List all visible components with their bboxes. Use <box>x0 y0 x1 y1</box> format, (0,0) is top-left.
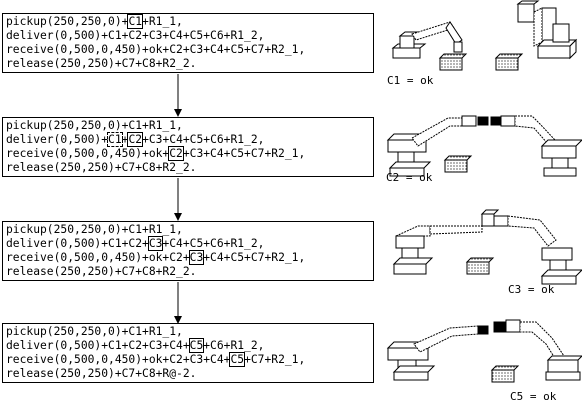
code-box-step-2: pickup(250,250,0)+C1+R1_1,deliver(0,500)… <box>2 117 374 177</box>
code-text: +R1_1, <box>142 15 183 28</box>
code-text: +C3+C4+C5+C7+R2_1, <box>182 147 306 160</box>
code-box-step-1: pickup(250,250,0)+C1+R1_1,deliver(0,500)… <box>2 13 374 73</box>
code-line: release(250,250)+C7+C8+R2_2. <box>6 161 196 175</box>
code-line: receive(0,500,0,450)+ok+C2+C3+C4+C5+C7+R… <box>6 43 305 57</box>
code-text: release(250,250)+C7+C8+R2_2. <box>6 161 197 174</box>
highlighted-token: C5 <box>188 338 205 353</box>
status-label-step-1: C1 = ok <box>387 74 434 87</box>
code-line: deliver(0,500)+C1+C2+C3+C4+C5+C6+R1_2, <box>6 236 265 251</box>
code-line: receive(0,500,0,450)+ok+C2+C3+C4+C5+C7+R… <box>6 146 306 161</box>
code-text: release(250,250)+C7+C8+R2_2. <box>6 57 197 70</box>
robot-scene-3 <box>392 209 582 285</box>
code-text: deliver(0,500)+C1+C2+C3+C4+C5+C6+R1_2, <box>6 29 265 42</box>
code-text: receive(0,500,0,450)+ok+C2+C3+C4+ <box>6 353 231 366</box>
status-label-step-3: C3 = ok <box>508 283 555 296</box>
status-label-step-4: C5 = ok <box>510 390 557 403</box>
code-line: pickup(250,250,0)+C1+R1_1, <box>6 325 183 339</box>
highlighted-token: C3 <box>147 236 164 251</box>
code-text: deliver(0,500)+C1+C2+ <box>6 237 149 250</box>
highlighted-token: C1 <box>107 132 123 147</box>
highlighted-token: C1 <box>127 14 144 29</box>
code-text: deliver(0,500)+ <box>6 133 109 146</box>
code-box-step-4: pickup(250,250,0)+C1+R1_1,deliver(0,500)… <box>2 323 374 383</box>
code-text: receive(0,500,0,450)+ok+C2+C3+C4+C5+C7+R… <box>6 43 306 56</box>
code-text: pickup(250,250,0)+C1+R1_1, <box>6 325 183 338</box>
code-box-step-3: pickup(250,250,0)+C1+R1_1,deliver(0,500)… <box>2 221 374 281</box>
highlighted-token: C2 <box>127 132 144 147</box>
code-text: +C3+C4+C5+C6+R1_2, <box>142 133 265 146</box>
code-line: pickup(250,250,0)+C1+R1_1, <box>6 14 183 29</box>
code-text: pickup(250,250,0)+ <box>6 15 129 28</box>
code-text: +C4+C5+C6+R1_2, <box>162 237 265 250</box>
code-line: deliver(0,500)+C1+C2+C3+C4+C5+C6+R1_2, <box>6 132 265 147</box>
status-label-step-2: C2 = ok <box>386 171 433 184</box>
code-line: release(250,250)+C7+C8+R2_2. <box>6 57 196 71</box>
code-line: release(250,250)+C7+C8+R@-2. <box>6 367 196 381</box>
robot-scene-2 <box>386 115 582 177</box>
code-line: release(250,250)+C7+C8+R2_2. <box>6 265 196 279</box>
code-line: receive(0,500,0,450)+ok+C2+C3+C4+C5+C7+R… <box>6 352 306 367</box>
code-text: pickup(250,250,0)+C1+R1_1, <box>6 119 183 132</box>
code-text: + <box>121 133 129 146</box>
code-text: receive(0,500,0,450)+ok+C2+ <box>6 251 190 264</box>
code-text: release(250,250)+C7+C8+R@-2. <box>6 367 197 380</box>
highlighted-token: C5 <box>229 352 246 367</box>
code-text: release(250,250)+C7+C8+R2_2. <box>6 265 197 278</box>
highlighted-token: C3 <box>188 250 205 265</box>
code-text: +C7+R2_1, <box>244 353 306 366</box>
code-text: receive(0,500,0,450)+ok+ <box>6 147 170 160</box>
code-line: receive(0,500,0,450)+ok+C2+C3+C4+C5+C7+R… <box>6 250 306 265</box>
highlighted-token: C2 <box>168 146 184 161</box>
robot-scene-1 <box>391 0 578 71</box>
code-line: deliver(0,500)+C1+C2+C3+C4+C5+C6+R1_2, <box>6 338 265 353</box>
code-text: +C4+C5+C7+R2_1, <box>203 251 306 264</box>
robot-scene-4 <box>386 319 582 383</box>
code-line: pickup(250,250,0)+C1+R1_1, <box>6 223 183 237</box>
code-line: deliver(0,500)+C1+C2+C3+C4+C5+C6+R1_2, <box>6 29 264 43</box>
code-line: pickup(250,250,0)+C1+R1_1, <box>6 119 183 133</box>
code-text: +C6+R1_2, <box>203 339 265 352</box>
code-text: pickup(250,250,0)+C1+R1_1, <box>6 223 183 236</box>
code-text: deliver(0,500)+C1+C2+C3+C4+ <box>6 339 190 352</box>
